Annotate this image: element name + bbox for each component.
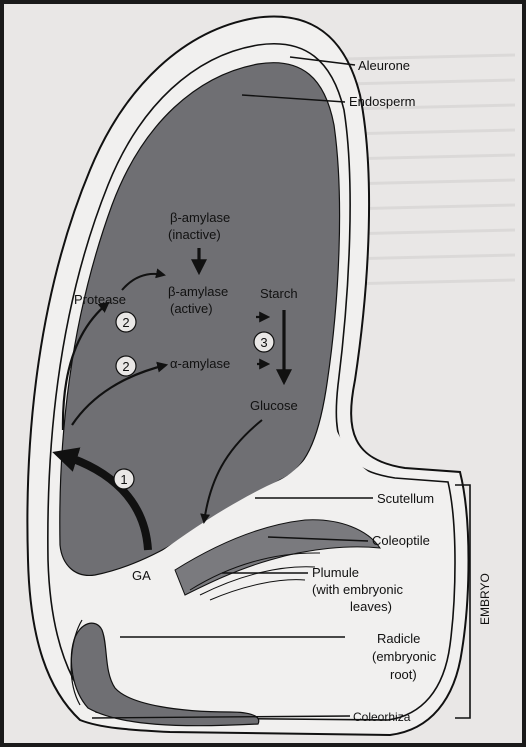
starch-label: Starch: [260, 286, 298, 301]
beta-amylase-inactive-label: β-amylase: [170, 210, 230, 225]
beta-amylase-inactive-state: (inactive): [168, 227, 221, 242]
beta-amylase-active-state: (active): [170, 301, 213, 316]
ga-label: GA: [132, 568, 151, 583]
step-number: 3: [260, 335, 267, 350]
scutellum-label: Scutellum: [377, 491, 434, 506]
plumule-label: Plumule: [312, 565, 359, 580]
step-circle-alpha: 2: [116, 356, 136, 376]
step-circle-protease: 2: [116, 312, 136, 332]
radicle-label: Radicle: [377, 631, 420, 646]
protease-label: Protease: [74, 292, 126, 307]
step-circle-ga: 1: [114, 469, 134, 489]
radicle-description-2: root): [390, 667, 417, 682]
step-number: 2: [122, 315, 129, 330]
glucose-label: Glucose: [250, 398, 298, 413]
beta-amylase-active-label: β-amylase: [168, 284, 228, 299]
embryo-label: EMBRYO: [478, 573, 492, 625]
alpha-amylase-label: α-amylase: [170, 356, 230, 371]
radicle-description-1: (embryonic: [372, 649, 437, 664]
step-number: 2: [122, 359, 129, 374]
step-circle-starch: 3: [254, 332, 274, 352]
coleorhiza-label: Coleorhiza: [353, 710, 411, 724]
plumule-description-2: leaves): [350, 599, 392, 614]
endosperm-label: Endosperm: [349, 94, 415, 109]
aleurone-label: Aleurone: [358, 58, 410, 73]
step-number: 1: [120, 472, 127, 487]
coleoptile-label: Coleoptile: [372, 533, 430, 548]
plumule-description-1: (with embryonic: [312, 582, 404, 597]
